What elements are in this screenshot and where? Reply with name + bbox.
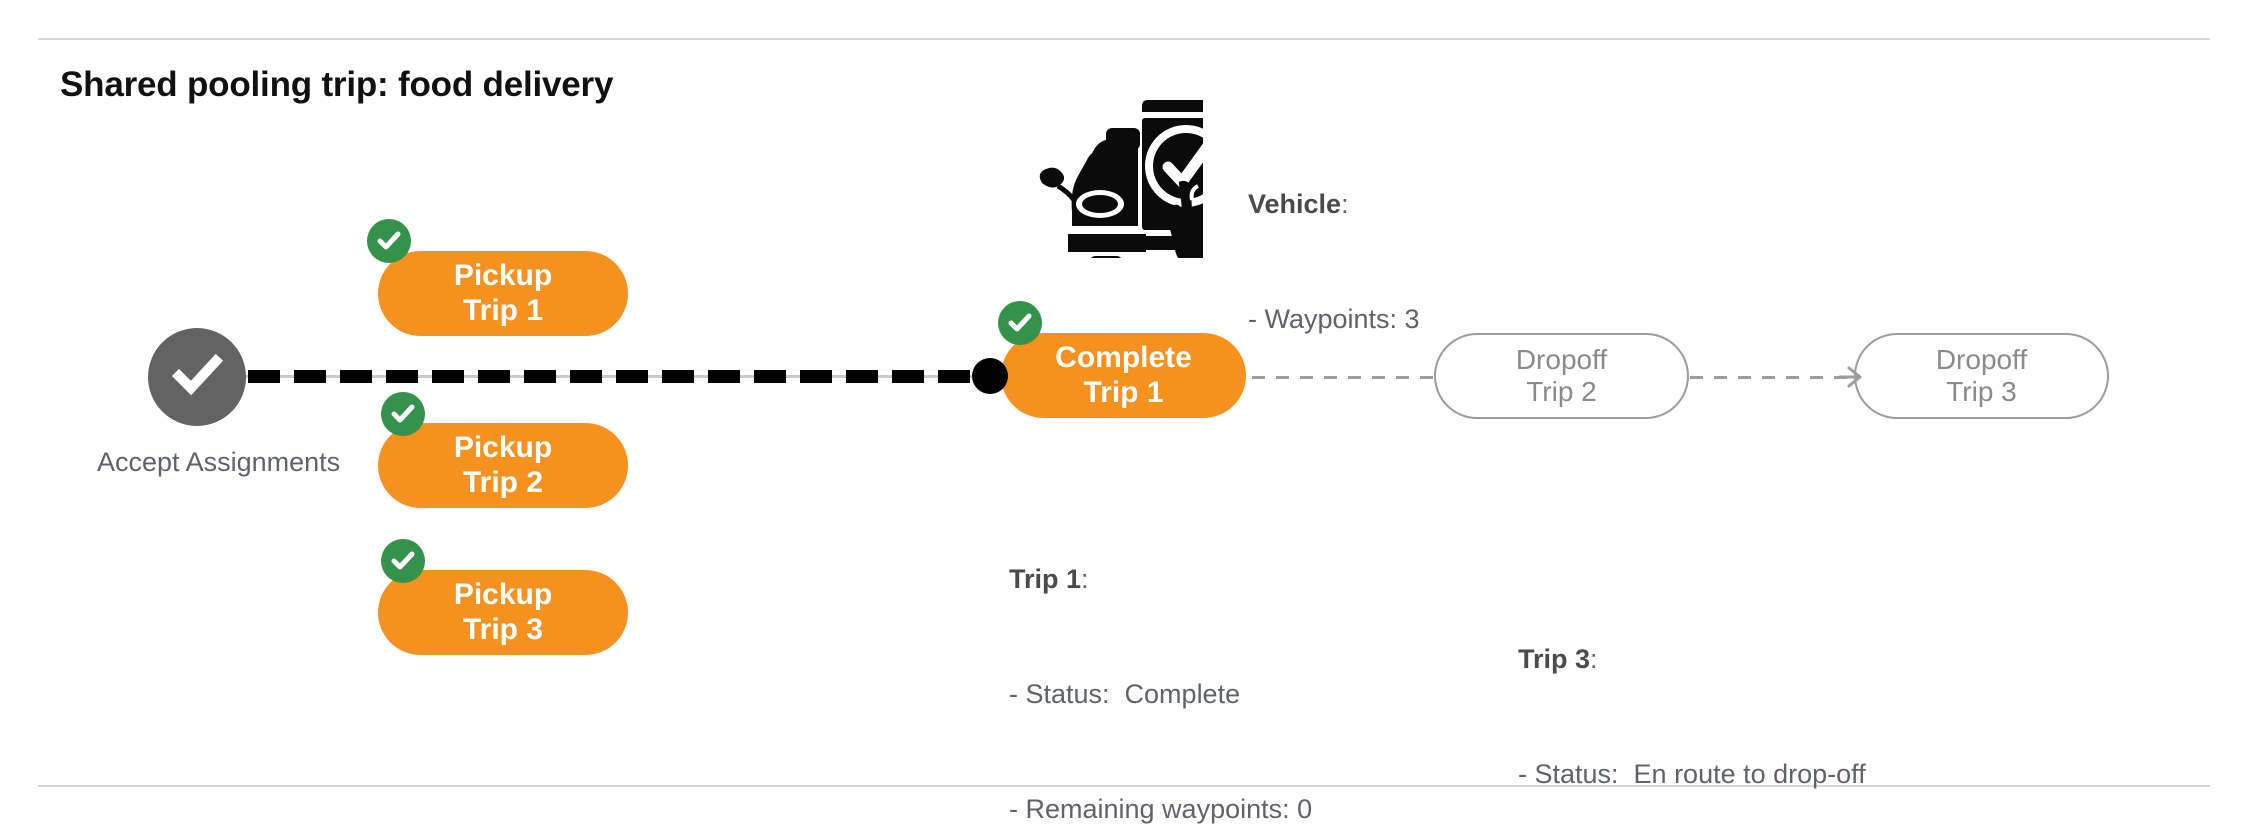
check-circle-icon: [166, 344, 228, 411]
complete-trip-1-node[interactable]: Complete Trip 1: [1001, 333, 1246, 418]
pickup-trip-1-check-badge-icon: [367, 219, 411, 263]
top-divider: [38, 38, 2210, 40]
pickup-trip-3-line2: Trip 3: [462, 612, 544, 646]
trip-details-left-block: Trip 1: - Status: Complete - Remaining w…: [1009, 483, 1357, 825]
pickup-trip-2-check-badge-icon: [381, 392, 425, 436]
pickup-trip-3-node[interactable]: Pickup Trip 3: [378, 570, 628, 655]
trunk-dashed-line: [248, 370, 998, 383]
page-title: Shared pooling trip: food delivery: [60, 65, 614, 104]
connector-complete-to-dropoff2: [1252, 376, 1437, 379]
vehicle-info-block: Vehicle: - Waypoints: 3: [1248, 108, 1420, 415]
dropoff-trip-2-line2: Trip 2: [1526, 376, 1597, 407]
trip-3-status-row: - Status: En route to drop-off: [1518, 758, 1866, 789]
bottom-divider: [38, 785, 2210, 787]
complete-trip-1-line2: Trip 1: [1083, 375, 1164, 409]
connector-dropoff2-to-dropoff3: [1690, 376, 1850, 379]
accept-assignments-label-line1: Accept: [97, 447, 180, 477]
vehicle-phone-check-icon: [1028, 88, 1233, 276]
vehicle-info-row-0: - Waypoints: 3: [1248, 303, 1420, 334]
pickup-trip-2-node[interactable]: Pickup Trip 2: [378, 423, 628, 508]
pickup-trip-3-check-badge-icon: [381, 539, 425, 583]
pickup-trip-2-line2: Trip 2: [462, 465, 544, 499]
accept-assignments-node[interactable]: [148, 328, 246, 426]
dropoff-trip-2-node[interactable]: Dropoff Trip 2: [1434, 333, 1689, 419]
complete-trip-1-line1: Complete: [1055, 340, 1192, 374]
accept-assignments-label-line2: Assignments: [185, 447, 341, 477]
trip-1-status-row: - Status: Complete: [1009, 678, 1241, 709]
pickup-trip-1-line2: Trip 1: [462, 293, 544, 327]
complete-trip-1-check-badge-icon: [998, 301, 1042, 345]
trunk-end-dot: [972, 358, 1008, 394]
dropoff-trip-3-line2: Trip 3: [1946, 376, 2017, 407]
trip-details-right-block: Trip 3: - Status: En route to drop-off -…: [1518, 563, 1866, 825]
pickup-trip-2-line1: Pickup: [453, 430, 553, 464]
pickup-trip-1-line1: Pickup: [453, 258, 553, 292]
vehicle-info-heading: Vehicle:: [1248, 188, 1349, 219]
dropoff-trip-3-line1: Dropoff: [1935, 343, 2028, 375]
accept-assignments-label: Accept Assignments: [97, 444, 340, 481]
pickup-trip-1-node[interactable]: Pickup Trip 1: [378, 251, 628, 336]
pickup-trip-3-line1: Pickup: [453, 577, 553, 611]
trip-1-waypoints-row: - Remaining waypoints: 0: [1009, 793, 1313, 824]
dropoff-trip-2-line1: Dropoff: [1515, 343, 1608, 375]
trip-1-heading: Trip 1:: [1009, 563, 1089, 594]
trip-3-heading: Trip 3:: [1518, 643, 1598, 674]
dropoff-trip-3-node[interactable]: Dropoff Trip 3: [1854, 333, 2109, 419]
arrowhead-icon: [1838, 364, 1866, 395]
